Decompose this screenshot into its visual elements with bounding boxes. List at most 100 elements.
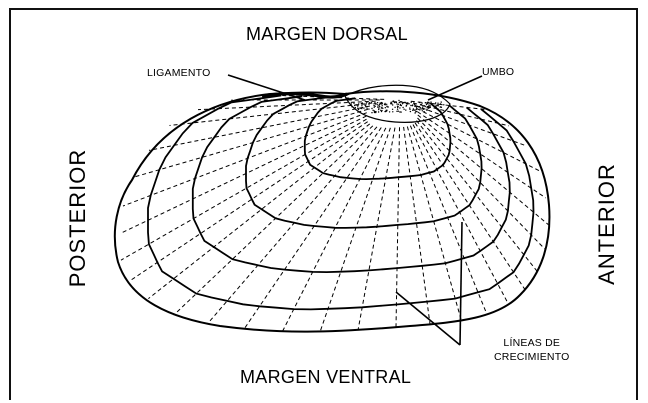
growth-lines-label-line1: LÍNEAS DE <box>494 336 570 350</box>
umbo-stipple <box>361 108 362 109</box>
umbo-stipple <box>416 107 417 108</box>
umbo-stipple <box>399 102 400 103</box>
umbo-stipple <box>377 104 378 105</box>
umbo-stipple <box>381 110 382 111</box>
umbo-stipple <box>397 109 398 110</box>
umbo-stipple <box>375 112 376 113</box>
umbo-stipple <box>398 104 399 105</box>
umbo-stipple <box>405 109 406 110</box>
umbo-stipple <box>414 106 415 107</box>
umbo-stipple <box>354 105 355 106</box>
umbo-stipple <box>362 102 363 103</box>
umbo-stipple <box>385 104 386 105</box>
radial-rib <box>123 113 367 206</box>
umbo-stipple <box>437 105 438 106</box>
radial-rib <box>149 106 370 150</box>
umbo-stipple <box>427 103 428 104</box>
umbo-label: UMBO <box>482 67 514 78</box>
umbo-stipple <box>366 103 367 104</box>
umbo-stipple <box>392 104 393 105</box>
posterior-label: POSTERIOR <box>67 149 89 288</box>
ventral-margin-label: MARGEN VENTRAL <box>240 368 411 386</box>
umbo-stipple <box>379 106 380 107</box>
umbo-stipple <box>415 106 416 107</box>
umbo-stipple <box>368 108 369 109</box>
umbo-stipple <box>366 108 367 109</box>
growth-lines-label: LÍNEAS DE CRECIMIENTO <box>494 336 570 364</box>
umbo-stipple <box>400 101 401 102</box>
umbo-stipple <box>397 107 398 108</box>
umbo-stipple <box>443 104 444 105</box>
radial-rib <box>121 119 367 260</box>
umbo-stipple <box>374 111 375 112</box>
umbo-stipple <box>394 107 395 108</box>
umbo-stipple <box>396 111 397 112</box>
umbo-stipple <box>406 105 407 106</box>
umbo-stipple <box>424 111 425 112</box>
umbo-stipple <box>389 111 390 112</box>
umbo-stipple <box>386 110 387 111</box>
umbo-stipple <box>427 107 428 108</box>
umbo-stipple <box>399 107 400 108</box>
umbo-stipple <box>412 110 413 111</box>
umbo-stipple <box>386 104 387 105</box>
umbo-stipple <box>361 105 362 106</box>
radial-rib <box>404 127 430 324</box>
umbo-stipple <box>373 105 374 106</box>
umbo-stipple <box>382 105 383 106</box>
umbo-stipple <box>380 110 381 111</box>
umbo-stipple <box>379 104 380 105</box>
umbo-stipple <box>408 103 409 104</box>
umbo-stipple <box>410 105 411 106</box>
umbo-stipple <box>422 110 423 111</box>
umbo-stipple <box>353 103 354 104</box>
umbo-stipple <box>394 102 395 103</box>
umbo-stipple <box>414 104 415 105</box>
umbo-stipple <box>355 107 356 108</box>
radial-rib <box>131 122 368 281</box>
umbo-stipple <box>396 103 397 104</box>
umbo-stipple <box>413 109 414 110</box>
umbo-stipple <box>418 106 419 107</box>
umbo-stipple <box>441 101 442 102</box>
umbo-stipple <box>409 107 410 108</box>
umbo-stipple <box>402 107 403 108</box>
umbo-stipple <box>400 105 401 106</box>
umbo-stipple <box>372 110 373 111</box>
umbo-stipple <box>422 107 423 108</box>
umbo-stipple <box>365 106 366 107</box>
umbo-stipple <box>425 102 426 103</box>
umbo-stipple <box>397 106 398 107</box>
umbo-stipple <box>440 106 441 107</box>
radial-rib <box>133 109 368 177</box>
umbo-stipple <box>429 105 430 106</box>
umbo-stipple <box>440 103 441 104</box>
umbo-stipple <box>402 102 403 103</box>
umbo-stipple <box>358 109 359 110</box>
umbo-stipple <box>407 103 408 104</box>
umbo-stipple <box>416 109 417 110</box>
umbo-stipple <box>403 109 404 110</box>
umbo-stipple <box>377 102 378 103</box>
umbo-stipple <box>392 111 393 112</box>
umbo-stipple <box>419 102 420 103</box>
umbo-stipple <box>366 102 367 103</box>
umbo-stipple <box>435 102 436 103</box>
umbo-stipple <box>382 103 383 104</box>
umbo-stipple <box>426 104 427 105</box>
umbo-stipple <box>421 108 422 109</box>
umbo-stipple <box>428 104 429 105</box>
radial-rib <box>208 127 377 323</box>
radial-rib <box>396 127 400 327</box>
umbo-stipple <box>360 108 361 109</box>
anterior-label: ANTERIOR <box>596 163 618 285</box>
umbo-stipple <box>427 109 428 110</box>
umbo-stipple <box>369 102 370 103</box>
umbo-stipple <box>421 104 422 105</box>
umbo-stipple <box>409 109 410 110</box>
umbo-stipple <box>398 111 399 112</box>
umbo-stipple <box>392 109 393 110</box>
umbo-stipple <box>403 102 404 103</box>
umbo-stipple <box>424 105 425 106</box>
